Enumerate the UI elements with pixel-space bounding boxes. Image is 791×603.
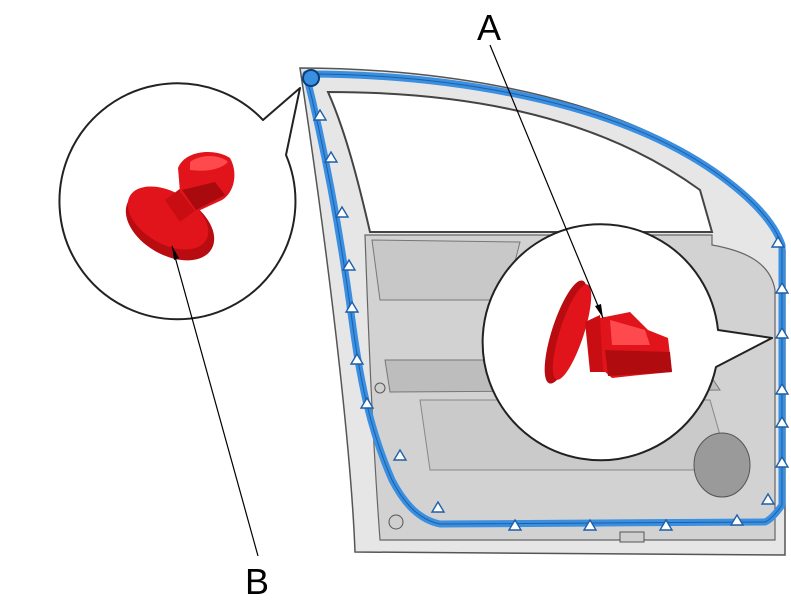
triangle-marker-icon: [392, 448, 408, 461]
triangle-marker-icon: [770, 235, 786, 248]
triangle-marker-icon: [760, 492, 776, 505]
triangle-marker-icon: [349, 352, 365, 365]
triangle-marker-icon: [774, 326, 790, 339]
circle-marker-icon: [302, 69, 320, 87]
leader-arrow-b: [172, 246, 179, 260]
triangle-marker-icon: [582, 518, 598, 531]
triangle-marker-icon: [507, 518, 523, 531]
clip-markers: [312, 108, 790, 531]
leader-line-a: [489, 44, 604, 319]
triangle-marker-icon: [774, 382, 790, 395]
triangle-marker-icon: [334, 205, 350, 218]
triangle-marker-icon: [323, 150, 339, 163]
weatherstrip-clip-b-icon: [125, 152, 235, 261]
callout-bubble-a: [481, 223, 773, 462]
triangle-marker-icon: [344, 300, 360, 313]
triangle-marker-icon: [341, 258, 357, 271]
triangle-marker-icon: [658, 518, 674, 531]
triangle-marker-icon: [430, 500, 446, 513]
weatherstrip-clip-a-icon: [544, 280, 672, 384]
callout-bubble-b: [58, 82, 301, 321]
triangle-marker-icon: [359, 396, 375, 409]
callout-label-a: A: [477, 7, 501, 48]
triangle-marker-icon: [774, 415, 790, 428]
triangle-marker-icon: [312, 108, 328, 121]
triangle-marker-icon: [774, 455, 790, 468]
triangle-marker-icon: [729, 513, 745, 526]
triangle-marker-icon: [774, 281, 790, 294]
leader-arrow-a: [595, 304, 603, 318]
callout-label-b: B: [245, 561, 269, 602]
leader-line-b: [171, 245, 259, 557]
